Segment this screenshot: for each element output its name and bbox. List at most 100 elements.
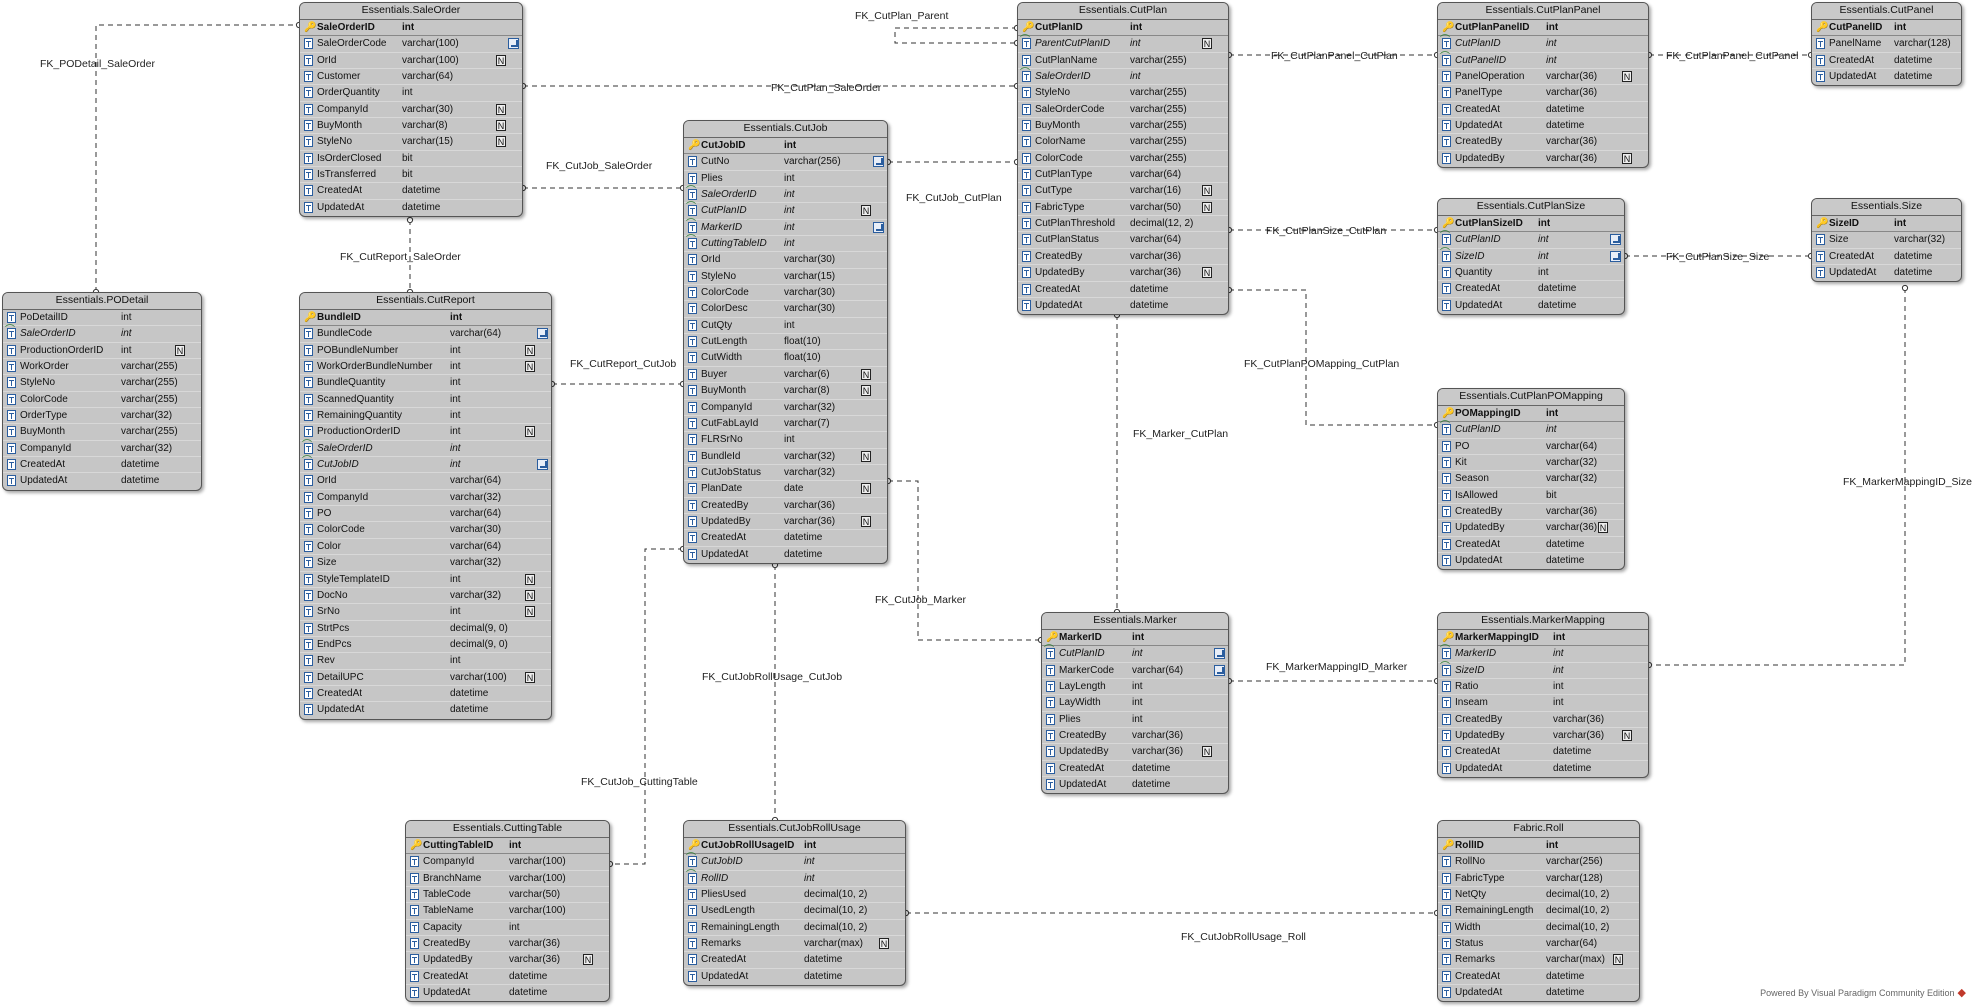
entity-marker[interactable]: Essentials.Marker🔑MarkerIDint⌒CutPlanIDi…: [1041, 612, 1229, 795]
relationship-line-cutjob-cuttingtable[interactable]: [610, 548, 683, 865]
relationship-line-cutjob-marker[interactable]: [888, 480, 1041, 641]
entity-cutplan[interactable]: Essentials.CutPlan🔑CutPlanIDint⌒ParentCu…: [1017, 2, 1229, 316]
